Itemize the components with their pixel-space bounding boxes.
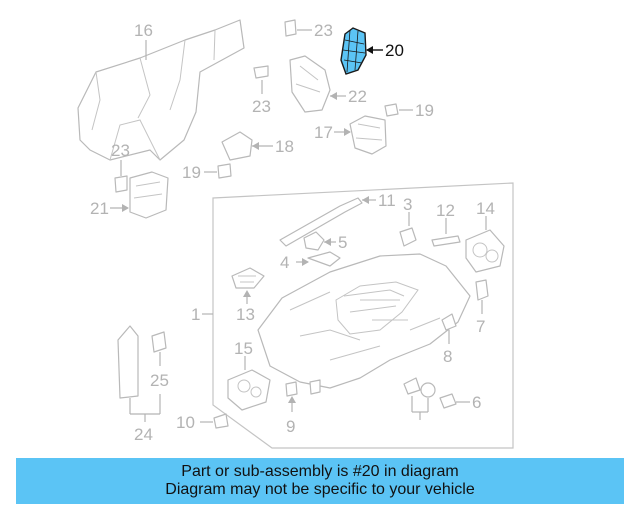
part-11-trim-strip bbox=[279, 197, 363, 247]
part-24-side-panel bbox=[117, 325, 139, 399]
callout-13: 13 bbox=[236, 305, 255, 324]
part-2-clips bbox=[403, 377, 436, 398]
banner-line-1: Part or sub-assembly is #20 in diagram bbox=[181, 463, 459, 480]
callout-21: 21 bbox=[90, 199, 109, 218]
callout-23-top: 23 bbox=[314, 21, 333, 40]
part-23-clip-left bbox=[114, 175, 128, 193]
callout-17: 17 bbox=[314, 123, 333, 142]
callout-16: 16 bbox=[134, 21, 153, 40]
part-12-strip bbox=[431, 235, 461, 247]
callout-22: 22 bbox=[348, 87, 367, 106]
part-22-bracket bbox=[289, 55, 331, 113]
part-3-clip bbox=[399, 227, 417, 247]
callout-1: 1 bbox=[191, 305, 200, 324]
callout-11: 11 bbox=[378, 191, 396, 210]
part-4-trim bbox=[307, 251, 341, 267]
callout-4: 4 bbox=[280, 253, 289, 272]
part-15-vent bbox=[227, 369, 271, 411]
part-7-clip bbox=[475, 279, 489, 301]
part-21-bracket bbox=[129, 171, 169, 219]
callout-5: 5 bbox=[338, 233, 347, 252]
callout-15: 15 bbox=[234, 339, 253, 358]
part-6-screw bbox=[439, 393, 457, 409]
info-banner: Part or sub-assembly is #20 in diagram D… bbox=[16, 458, 624, 504]
part-14-vent bbox=[465, 229, 505, 273]
callout-14: 14 bbox=[476, 199, 495, 218]
part-23-clip-top bbox=[284, 19, 297, 37]
part-13-vent bbox=[231, 267, 265, 289]
part-5-knob bbox=[303, 231, 325, 251]
part-20-highlighted-bracket bbox=[340, 27, 367, 75]
part-23-clip-mid bbox=[253, 65, 269, 79]
callout-9: 9 bbox=[286, 417, 295, 436]
callout-7: 7 bbox=[476, 317, 485, 336]
callout-20: 20 bbox=[385, 41, 404, 60]
parts-diagram: 16 23 20 23 22 19 17 18 bbox=[77, 19, 514, 449]
part-9-clips bbox=[285, 379, 321, 397]
callout-25: 25 bbox=[150, 371, 169, 390]
callout-12: 12 bbox=[436, 201, 455, 220]
callout-3: 3 bbox=[403, 195, 412, 214]
part-17-bracket bbox=[349, 115, 387, 155]
callout-19-right: 19 bbox=[415, 101, 434, 120]
part-25-clip bbox=[151, 331, 167, 353]
part-18-bracket bbox=[221, 131, 253, 161]
callout-6: 6 bbox=[472, 393, 481, 412]
part-16-cross-car-beam bbox=[77, 19, 245, 161]
part-8-clip bbox=[441, 313, 457, 331]
banner-line-2: Diagram may not be specific to your vehi… bbox=[165, 481, 475, 498]
callout-10: 10 bbox=[176, 413, 195, 432]
part-19-screw-left bbox=[217, 163, 232, 179]
callout-23-left: 23 bbox=[111, 141, 130, 160]
callout-24: 24 bbox=[134, 425, 153, 444]
callout-19-left: 19 bbox=[182, 163, 201, 182]
dashboard-panel bbox=[257, 253, 471, 389]
instrument-panel-frame bbox=[212, 182, 514, 449]
part-10-clip bbox=[213, 413, 229, 429]
callout-23-mid: 23 bbox=[252, 97, 271, 116]
callout-18: 18 bbox=[275, 137, 294, 156]
callout-8: 8 bbox=[443, 347, 452, 366]
part-19-screw-right bbox=[384, 103, 399, 117]
